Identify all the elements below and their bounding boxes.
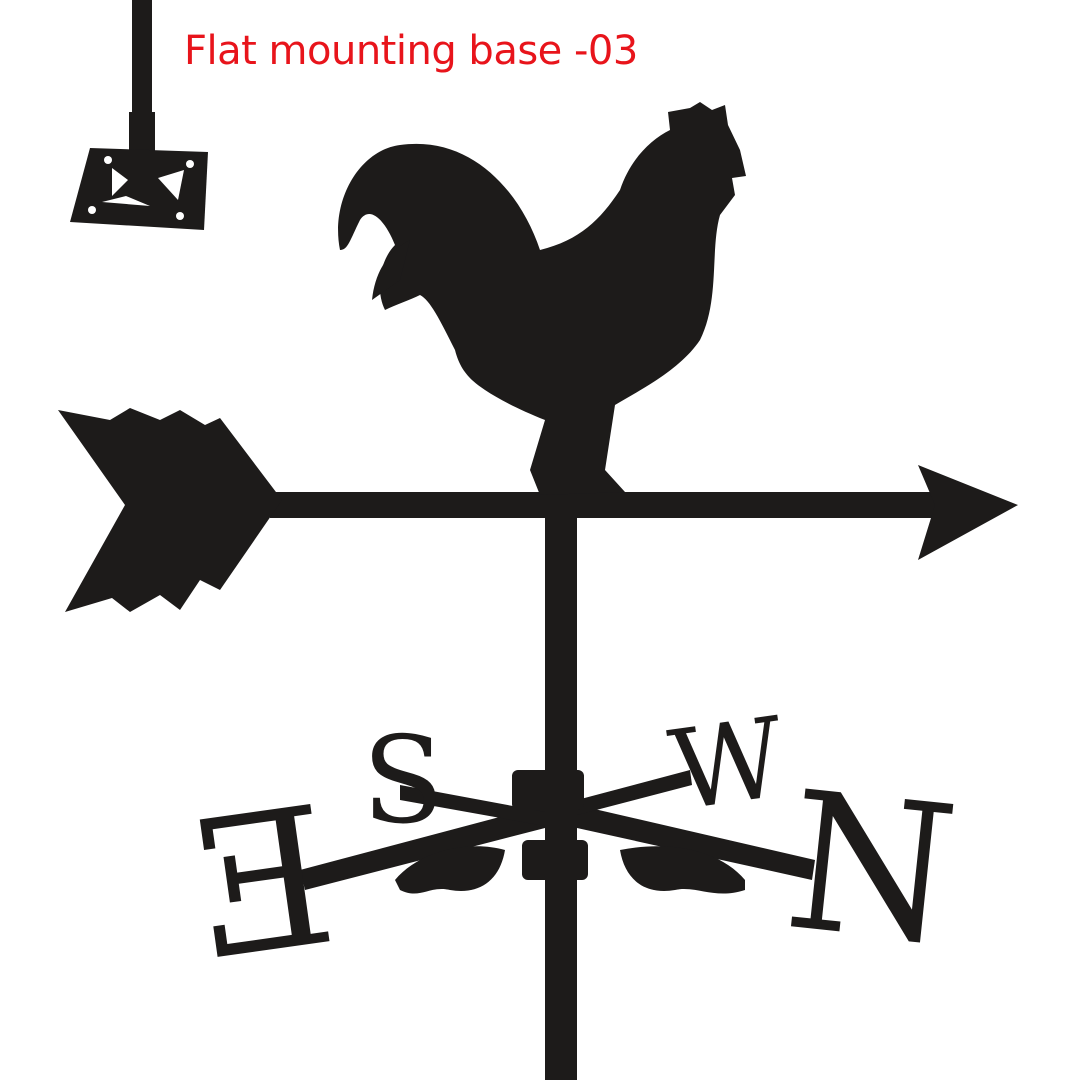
- compass-letter-e: E: [178, 765, 346, 1003]
- compass-letter-s: S: [362, 712, 444, 851]
- arrow-shaft: [270, 492, 950, 518]
- product-caption: Flat mounting base -03: [184, 28, 638, 74]
- arrow-tail: [58, 408, 282, 612]
- compass-letter-n: N: [777, 750, 965, 987]
- compass-letter-w: W: [662, 693, 792, 835]
- arrow-head: [918, 465, 1018, 560]
- mounting-base-inset: [70, 0, 208, 230]
- rooster-silhouette: [338, 102, 746, 495]
- compass-arms: [300, 770, 815, 894]
